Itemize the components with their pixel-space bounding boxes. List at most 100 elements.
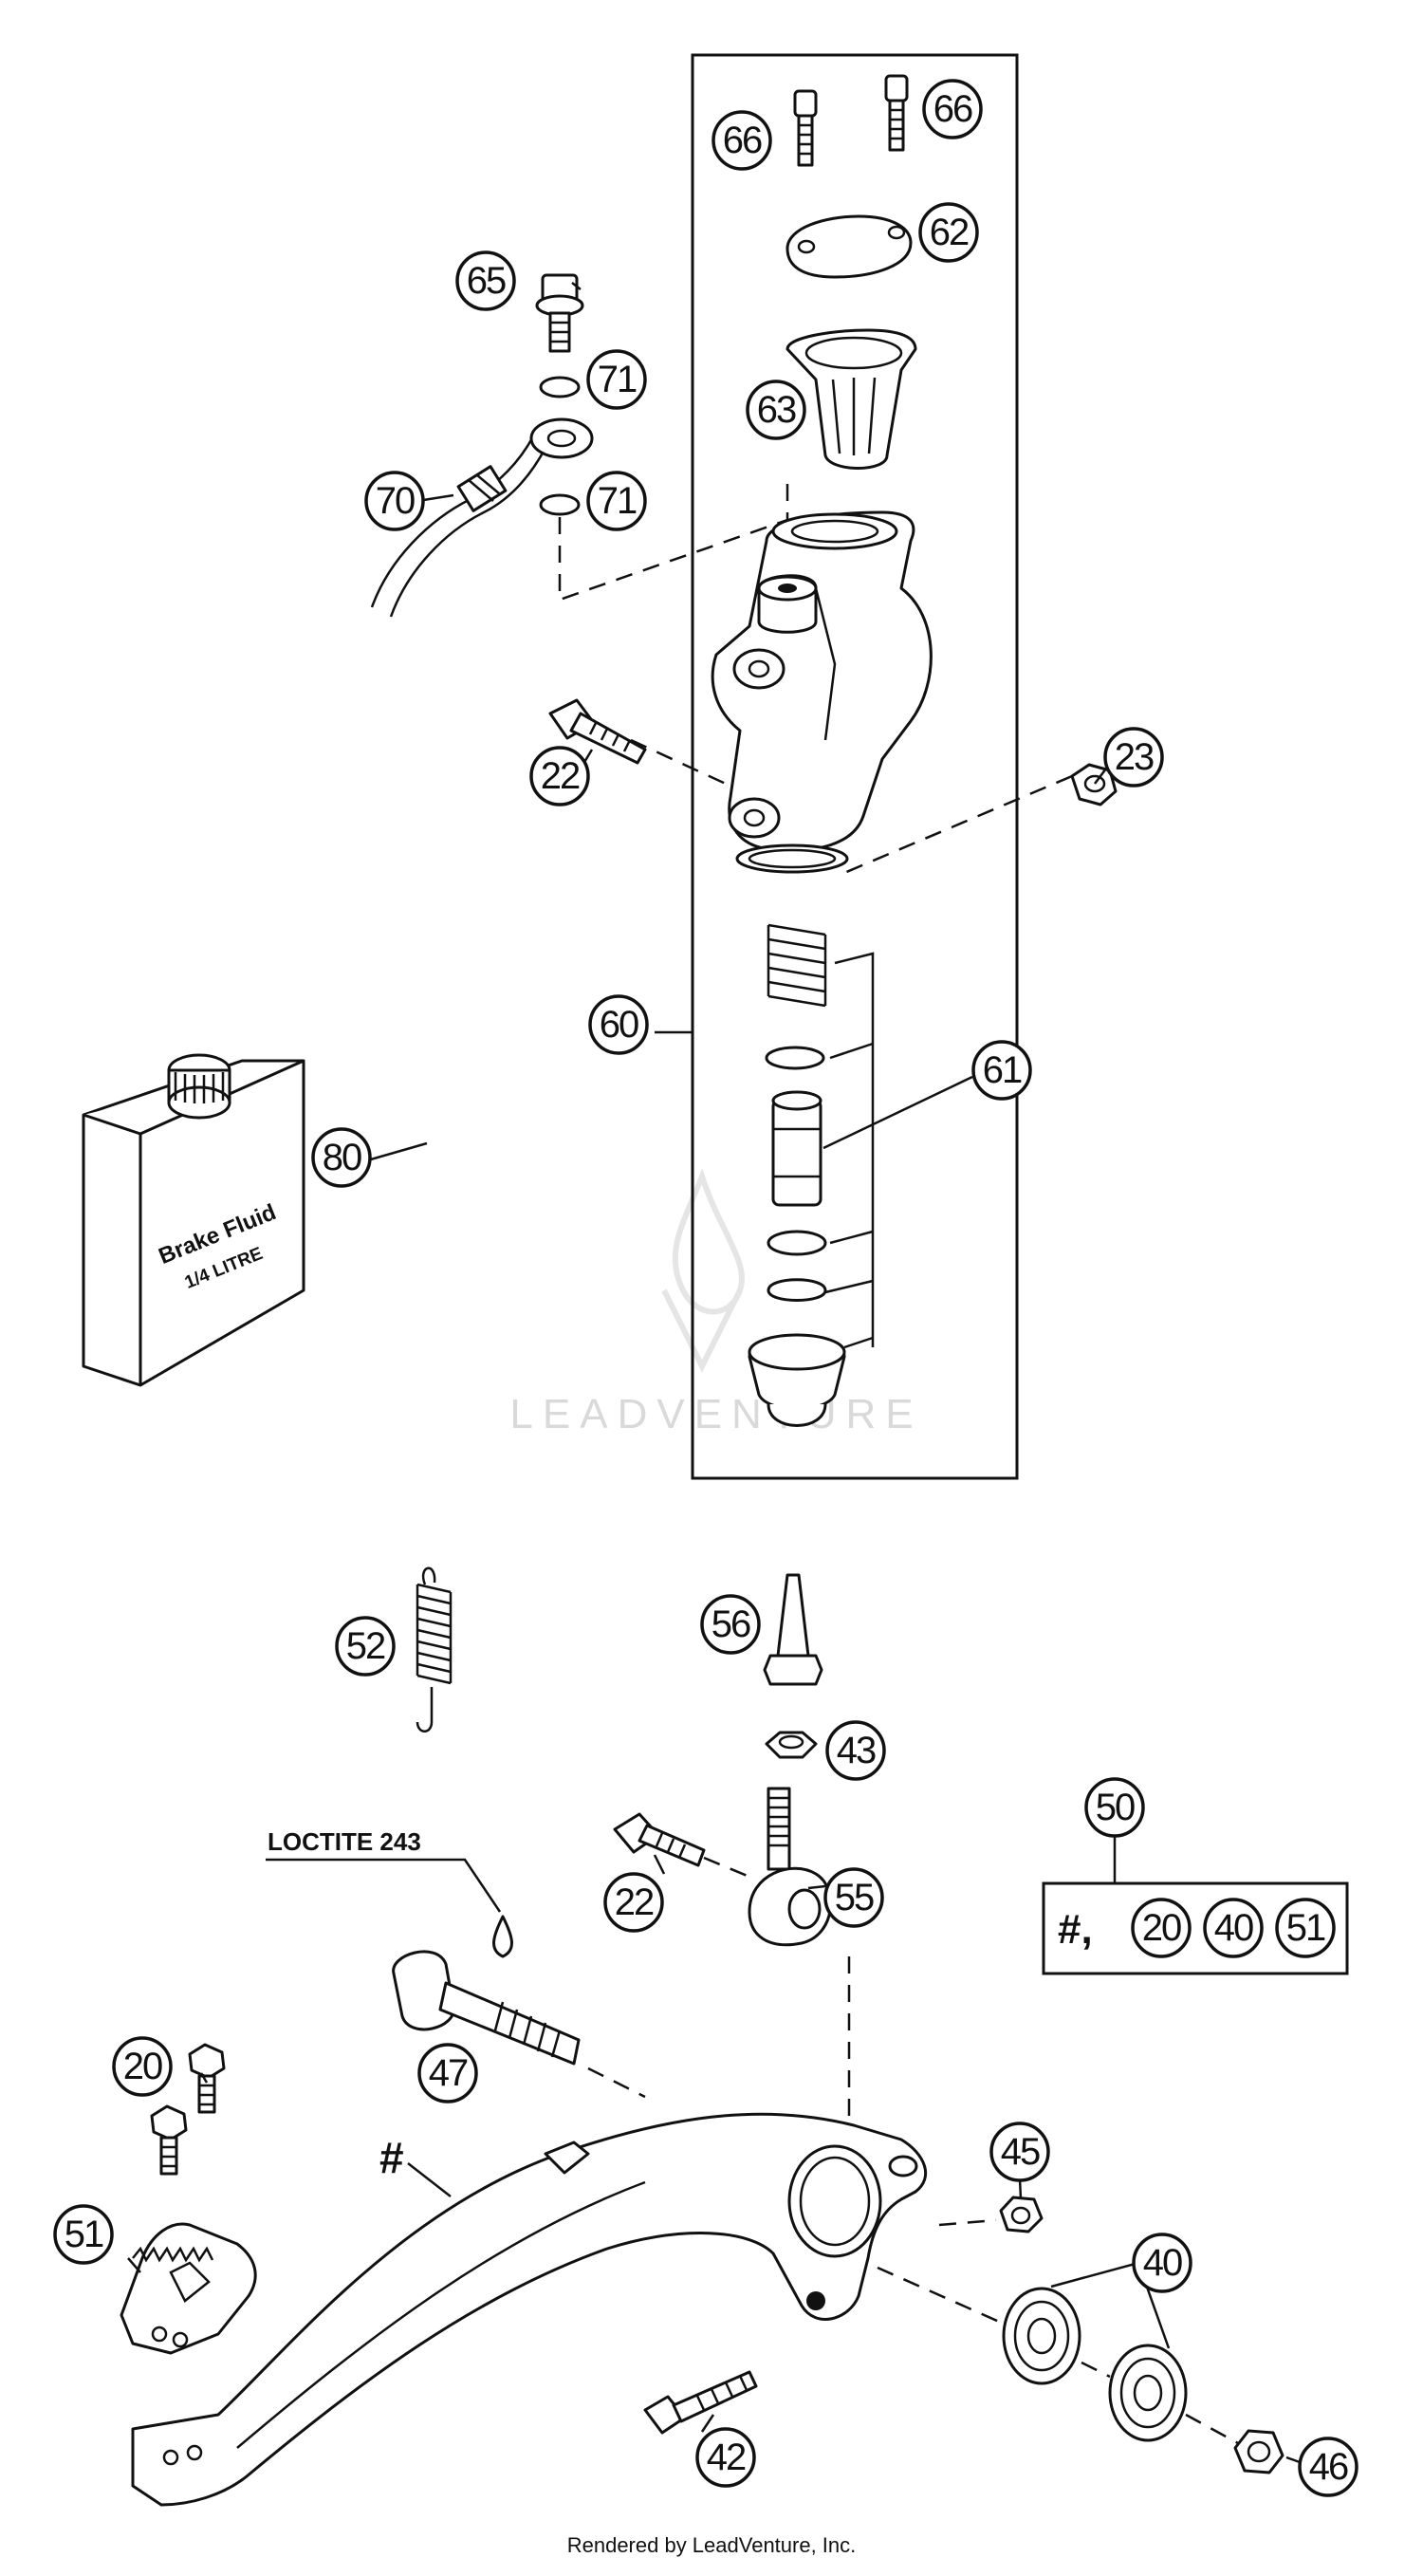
piston [771, 1090, 822, 1207]
callout-66-left-text: 66 [723, 120, 762, 161]
callout-45: 45 [989, 2122, 1050, 2182]
bearing-40-right [1108, 2344, 1188, 2442]
callout-66-right: 66 [922, 79, 983, 139]
callout-70-text: 70 [376, 480, 415, 522]
callout-65: 65 [455, 250, 516, 311]
kit-callout-40: 40 [1203, 1898, 1264, 1958]
callout-50-text: 50 [1096, 1787, 1135, 1828]
callout-71-lower: 71 [586, 471, 647, 531]
callout-63: 63 [746, 380, 806, 440]
watermark: LEADVENTURE [509, 1168, 914, 1437]
leader-61-bracket [822, 952, 973, 1349]
alignment-line-bearings [1081, 2361, 1239, 2445]
piston-spring [767, 923, 827, 1008]
callout-47-text: 47 [429, 2052, 468, 2094]
loctite-droplet [492, 1915, 513, 1958]
alignment-line-pivot [877, 2218, 1007, 2326]
callout-80-text: 80 [323, 1137, 361, 1178]
banjo-bolt-65 [535, 273, 584, 353]
screw-20-left [150, 2104, 188, 2176]
callout-65-text: 65 [467, 260, 506, 302]
nut-45 [999, 2196, 1044, 2233]
callout-20-text: 20 [123, 2046, 162, 2087]
washer-piston [767, 1230, 827, 1256]
kit-callout-20: 20 [1131, 1898, 1192, 1958]
callout-50: 50 [1084, 1777, 1145, 1838]
callout-61: 61 [971, 1040, 1032, 1101]
washer-71-upper [539, 376, 581, 398]
return-spring-52 [416, 1566, 453, 1733]
kit-callout-51-text: 51 [1286, 1907, 1325, 1949]
callout-22-lower-text: 22 [615, 1881, 654, 1923]
hash-marker: # [379, 2133, 404, 2182]
callout-22-lower: 22 [603, 1872, 664, 1933]
bolt-22-upper [548, 698, 647, 765]
loctite-label: LOCTITE 243 [268, 1827, 421, 1856]
callout-56-text: 56 [712, 1603, 750, 1645]
callout-71-upper-text: 71 [598, 359, 637, 400]
kit-callout-40-text: 40 [1214, 1907, 1253, 1949]
screw-20-right [188, 2043, 226, 2114]
alignment-line-hose [558, 517, 788, 602]
brake-fluid-can-80: Brake Fluid 1/4 LITRE [82, 1053, 305, 1387]
callout-56: 56 [700, 1594, 761, 1655]
callout-40-text: 40 [1143, 2242, 1182, 2284]
master-cylinder-box [691, 53, 1019, 1480]
alignment-line-bolt22-lower [703, 1856, 750, 1879]
callout-23: 23 [1103, 727, 1164, 788]
callout-52: 52 [335, 1616, 396, 1677]
callout-61-text: 61 [983, 1049, 1022, 1091]
kit-callout-20-text: 20 [1142, 1907, 1181, 1949]
bearing-40-left [1002, 2287, 1081, 2385]
alignment-line-bolt22 [630, 738, 739, 791]
screw-66-right [884, 74, 909, 152]
leader-loctite [266, 1858, 502, 1913]
callout-40: 40 [1132, 2233, 1192, 2293]
callout-45-text: 45 [1001, 2131, 1040, 2173]
callout-80: 80 [311, 1127, 372, 1188]
pedal-tip-51 [120, 2222, 257, 2355]
callout-60-text: 60 [600, 1004, 638, 1046]
callout-66-right-text: 66 [933, 88, 972, 130]
brake-pedal-arm [131, 2112, 928, 2507]
washer-71-lower [539, 493, 581, 516]
callout-55-text: 55 [835, 1877, 874, 1918]
reservoir-cap-62 [785, 214, 913, 279]
clevis-55 [748, 1787, 832, 1947]
kit-prefix: #, [1058, 1906, 1093, 1953]
nut-23 [1070, 763, 1118, 806]
screw-66-left [793, 89, 818, 167]
nut-43 [765, 1731, 818, 1759]
callout-60: 60 [588, 994, 649, 1055]
dust-boot [748, 1333, 846, 1427]
callout-55: 55 [823, 1867, 884, 1928]
callout-22-upper: 22 [529, 746, 590, 806]
callout-66-left: 66 [712, 110, 772, 171]
callout-62-text: 62 [930, 212, 969, 253]
master-cylinder-body [711, 510, 933, 874]
callout-42-text: 42 [707, 2437, 746, 2478]
render-credit: Rendered by LeadVenture, Inc. [567, 2533, 857, 2557]
circlip-upper [765, 1046, 825, 1070]
callout-51-text: 51 [65, 2214, 103, 2255]
callout-46-text: 46 [1309, 2446, 1348, 2488]
brake-hose-70 [370, 417, 594, 618]
callout-62: 62 [918, 202, 979, 263]
bolt-42 [643, 2370, 758, 2435]
bolt-22-lower [613, 1812, 706, 1867]
kit-callout-51: 51 [1275, 1898, 1336, 1958]
callout-70: 70 [364, 471, 425, 531]
callout-46: 46 [1298, 2437, 1358, 2497]
callout-43: 43 [825, 1720, 886, 1781]
alignment-line-nut23 [843, 774, 1073, 875]
pivot-bolt-47 [392, 1950, 581, 2066]
callout-22-upper-text: 22 [541, 755, 580, 797]
pushrod-56 [763, 1573, 823, 1686]
diaphragm-63 [785, 328, 917, 470]
callout-20: 20 [112, 2036, 173, 2097]
nut-46 [1233, 2429, 1284, 2474]
callout-43-text: 43 [837, 1730, 876, 1771]
callout-47: 47 [417, 2043, 478, 2103]
callout-71-lower-text: 71 [598, 480, 637, 522]
